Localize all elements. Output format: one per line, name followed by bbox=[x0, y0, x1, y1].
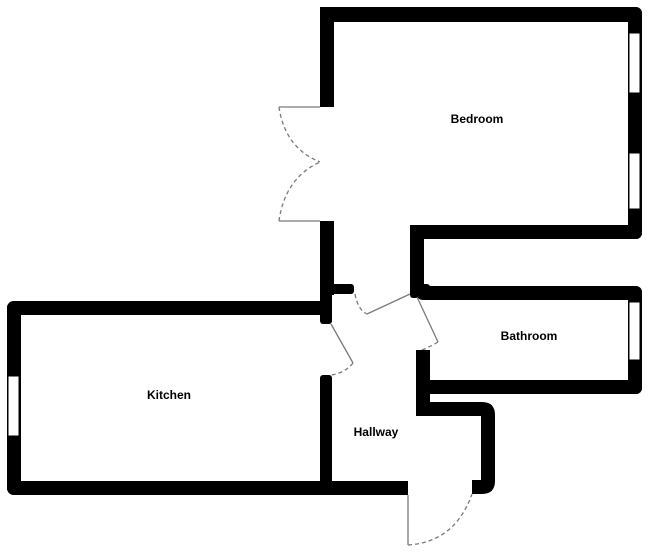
bedroom-door-swing-lower bbox=[278, 161, 321, 222]
bedroom-window-lower bbox=[628, 152, 641, 210]
bedroom-walls bbox=[320, 7, 642, 295]
bathroom-left-wall bbox=[416, 350, 430, 394]
bathroom-top-wall bbox=[416, 286, 642, 300]
bathroom-window bbox=[628, 301, 641, 361]
bedroom-inner-stub bbox=[410, 225, 424, 288]
hallway-label: Hallway bbox=[354, 425, 399, 439]
kitchen-door bbox=[330, 323, 354, 376]
entrance-door bbox=[407, 493, 473, 546]
kitchen-window bbox=[7, 375, 20, 437]
bedroom-bottom-wall bbox=[410, 225, 642, 239]
bathroom-door bbox=[416, 296, 439, 353]
kitchen-door-swing bbox=[330, 362, 354, 376]
bedroom-top-wall-bar bbox=[320, 7, 642, 21]
hallway-door-swing-left bbox=[354, 293, 368, 315]
bathroom-label: Bathroom bbox=[501, 329, 558, 343]
bedroom-label: Bedroom bbox=[451, 112, 504, 126]
hallway-left-wall-lower bbox=[320, 375, 332, 495]
kitchen-bottom-wall bbox=[7, 481, 332, 495]
bedroom-window-upper bbox=[628, 32, 641, 94]
kitchen-label: Kitchen bbox=[147, 388, 191, 402]
hallway-right-nook bbox=[416, 402, 495, 494]
bathroom-bottom-wall bbox=[416, 380, 642, 394]
kitchen-door-leaf bbox=[330, 323, 354, 364]
hallway-door-leaf-left bbox=[366, 293, 411, 315]
bathroom-door-leaf bbox=[416, 296, 439, 343]
bedroom-left-wall-upper bbox=[320, 7, 334, 107]
bedroom-door-swing-upper bbox=[278, 106, 321, 163]
bedroom-left-wall-lower bbox=[320, 221, 334, 295]
kitchen-top-wall bbox=[7, 301, 332, 315]
hallway-bottom-wall bbox=[320, 481, 408, 495]
entrance-door-swing bbox=[407, 493, 473, 546]
hallway-bedroom-door bbox=[354, 293, 411, 315]
bedroom-double-door bbox=[278, 106, 321, 222]
